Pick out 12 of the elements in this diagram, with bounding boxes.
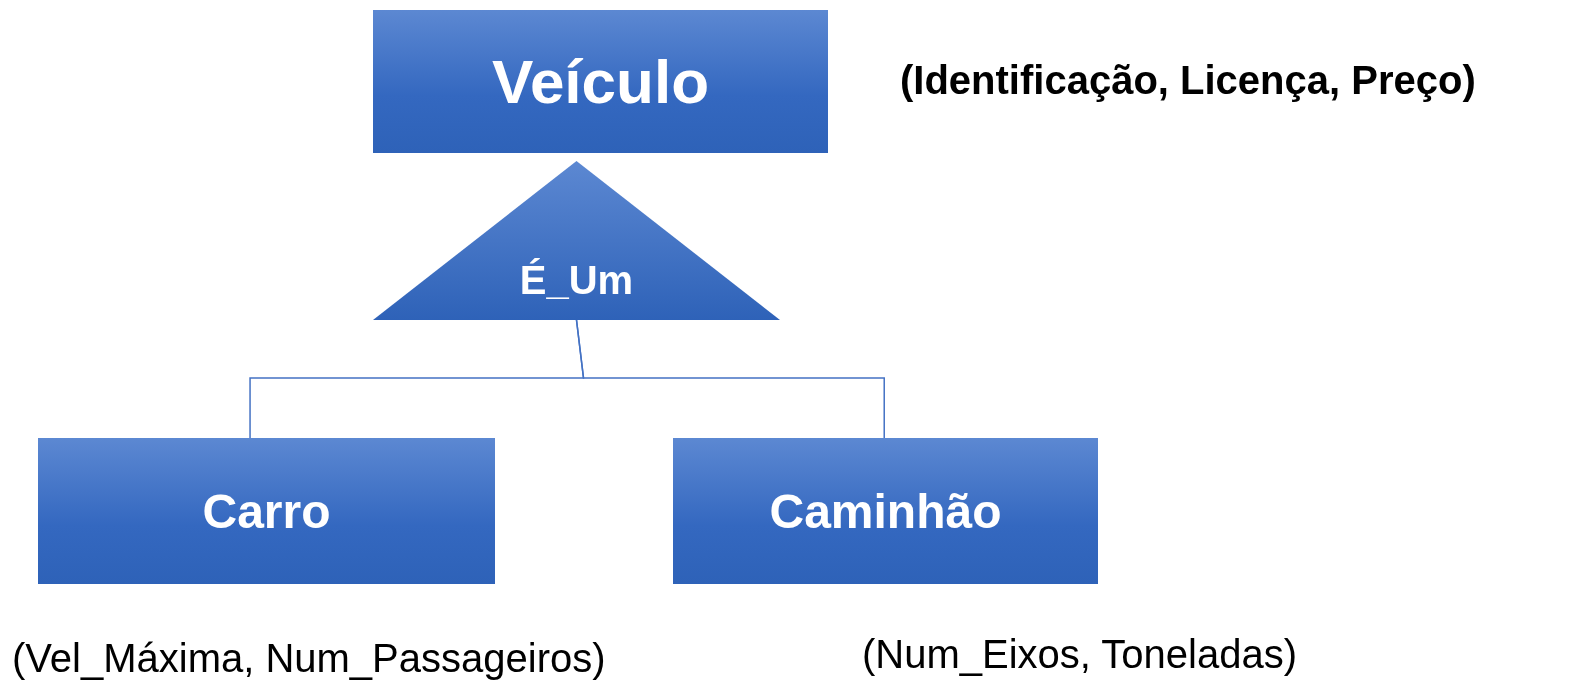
attribute-list: (Vel_Máxima, Num_Passageiros) [12, 636, 606, 681]
entity-name: Carro [202, 483, 331, 539]
attribute-list: (Identificação, Licença, Preço) [900, 58, 1476, 103]
relationship-triangle [373, 161, 780, 320]
entity-name: Veículo [491, 46, 710, 117]
entity-box [673, 438, 1098, 584]
attribute-list: (Num_Eixos, Toneladas) [862, 632, 1298, 677]
entity-box [373, 10, 828, 153]
entity-box [38, 438, 495, 584]
connector-line [575, 319, 885, 439]
entity-name: Caminhão [769, 483, 1002, 539]
entity-name: É_Um [519, 258, 634, 303]
